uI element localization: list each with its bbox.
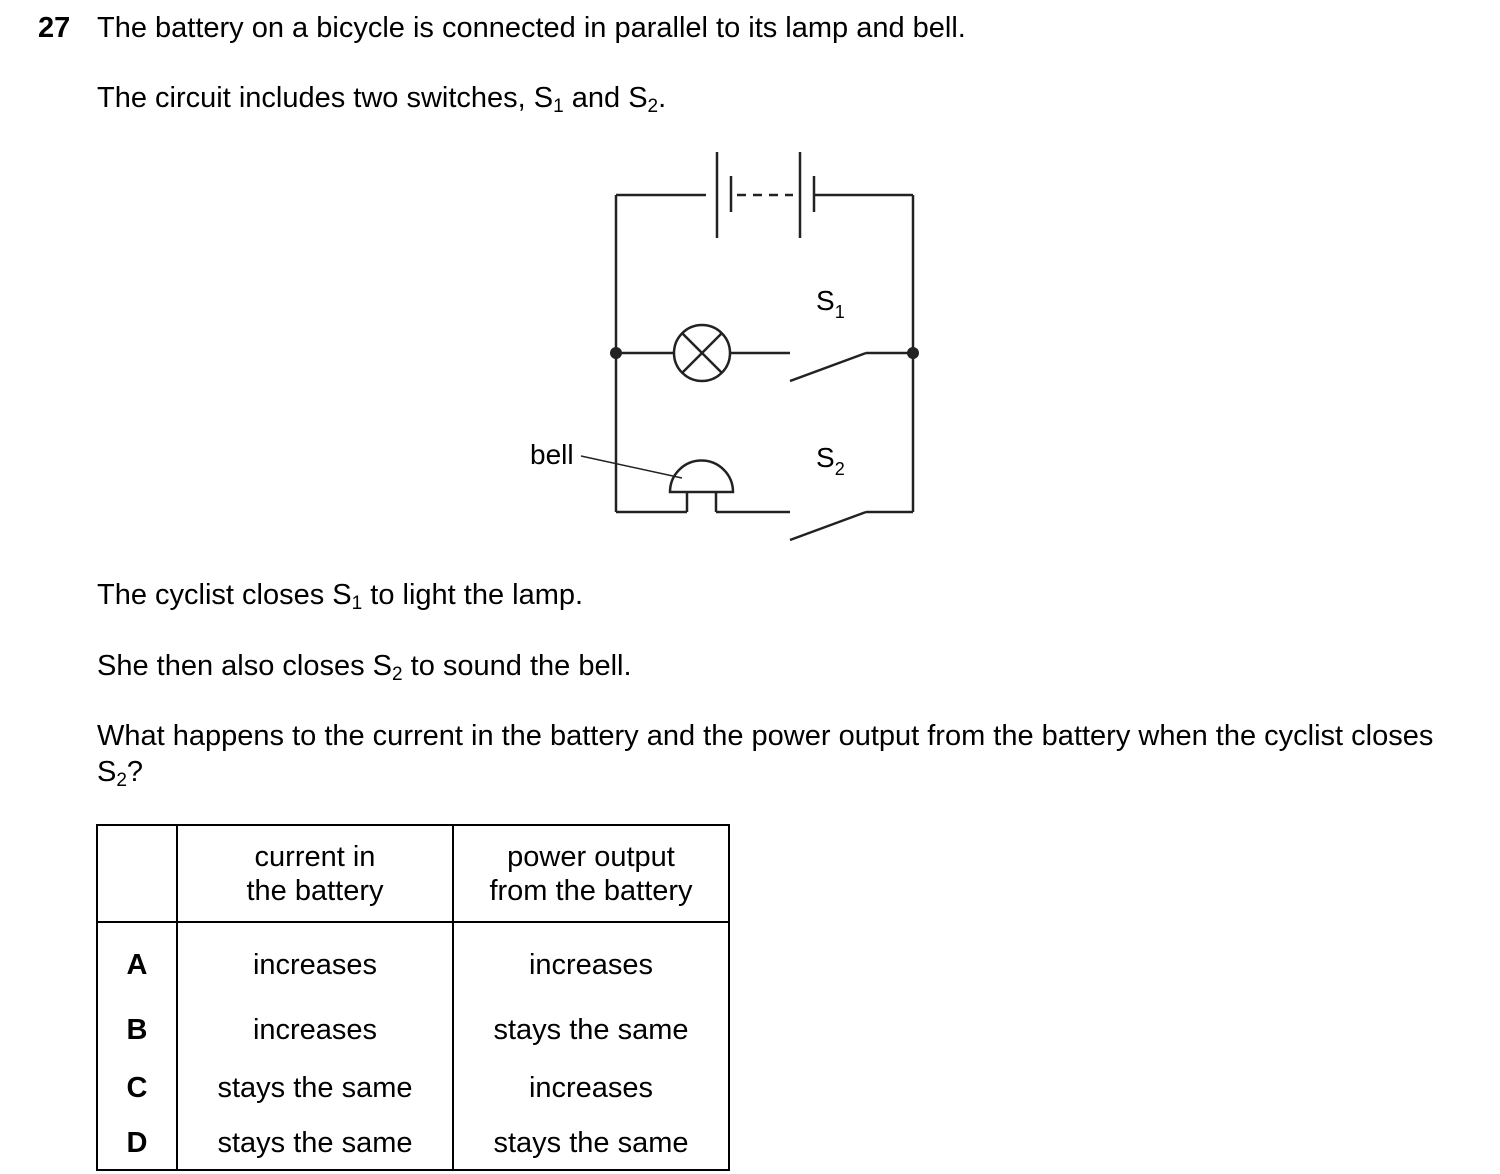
switch2-sub: 2 xyxy=(835,459,845,479)
header-current-line1: current in xyxy=(254,840,376,873)
line3-post: to light the lamp. xyxy=(362,579,584,611)
question-line-5: What happens to the current in the batte… xyxy=(97,718,1437,790)
option-letter: B xyxy=(96,1001,178,1059)
option-letter: C xyxy=(96,1059,178,1117)
lamp-cross-b xyxy=(681,332,723,374)
line4-sub: 2 xyxy=(392,664,403,685)
question-line-1: The battery on a bicycle is connected in… xyxy=(97,12,966,44)
question-line-3: The cyclist closes S1 to light the lamp. xyxy=(97,577,583,613)
line5-post: ? xyxy=(126,756,144,788)
option-current: increases xyxy=(176,922,454,1001)
junction-left xyxy=(610,347,622,359)
switch1-blade xyxy=(789,351,867,383)
bell-leader-line xyxy=(580,455,683,479)
switch2-blade xyxy=(789,510,867,542)
line4-pre: She then also closes S xyxy=(97,650,393,682)
lamp-symbol xyxy=(672,323,732,383)
switch2-letter: S xyxy=(816,442,835,473)
line4-post: to sound the bell. xyxy=(402,650,632,682)
line2-sub1: 1 xyxy=(553,96,564,117)
switch2-label: S2 xyxy=(816,442,845,479)
table-row: C stays the same increases xyxy=(96,1059,730,1117)
option-letter: A xyxy=(96,922,178,1001)
option-power: increases xyxy=(452,922,730,1001)
header-power-line1: power output xyxy=(507,840,675,873)
switch1-label: S1 xyxy=(816,285,845,322)
option-letter: D xyxy=(96,1117,178,1171)
switch1-sub: 1 xyxy=(835,302,845,322)
option-current: stays the same xyxy=(176,1117,454,1171)
bell-label: bell xyxy=(530,439,574,470)
option-power: stays the same xyxy=(452,1001,730,1059)
option-power: increases xyxy=(452,1059,730,1117)
header-current-line2: the battery xyxy=(246,874,384,907)
option-current: increases xyxy=(176,1001,454,1059)
header-blank-cell xyxy=(96,824,178,923)
line2-post: . xyxy=(658,82,667,114)
option-power: stays the same xyxy=(452,1117,730,1171)
option-current: stays the same xyxy=(176,1059,454,1117)
table-row: D stays the same stays the same xyxy=(96,1117,730,1171)
table-row: B increases stays the same xyxy=(96,1001,730,1059)
line3-pre: The cyclist closes S xyxy=(97,579,352,611)
switch1-letter: S xyxy=(816,285,835,316)
junction-right xyxy=(907,347,919,359)
line2-mid: and S xyxy=(563,82,648,114)
line2-pre: The circuit includes two switches, S xyxy=(97,82,554,114)
line2-sub2: 2 xyxy=(647,96,659,117)
line5-pre: What happens to the current in the batte… xyxy=(97,720,1434,788)
circuit-diagram: bell S1 S2 xyxy=(530,152,919,542)
question-line-2: The circuit includes two switches, S1 an… xyxy=(97,80,666,116)
header-power-line2: from the battery xyxy=(489,874,693,907)
question-line-4: She then also closes S2 to sound the bel… xyxy=(97,648,632,684)
bell-dome xyxy=(668,459,735,494)
line5-sub: 2 xyxy=(116,770,127,791)
line3-sub: 1 xyxy=(351,593,363,614)
question-number: 27 xyxy=(38,12,71,44)
table-row: A increases increases xyxy=(96,922,730,1001)
